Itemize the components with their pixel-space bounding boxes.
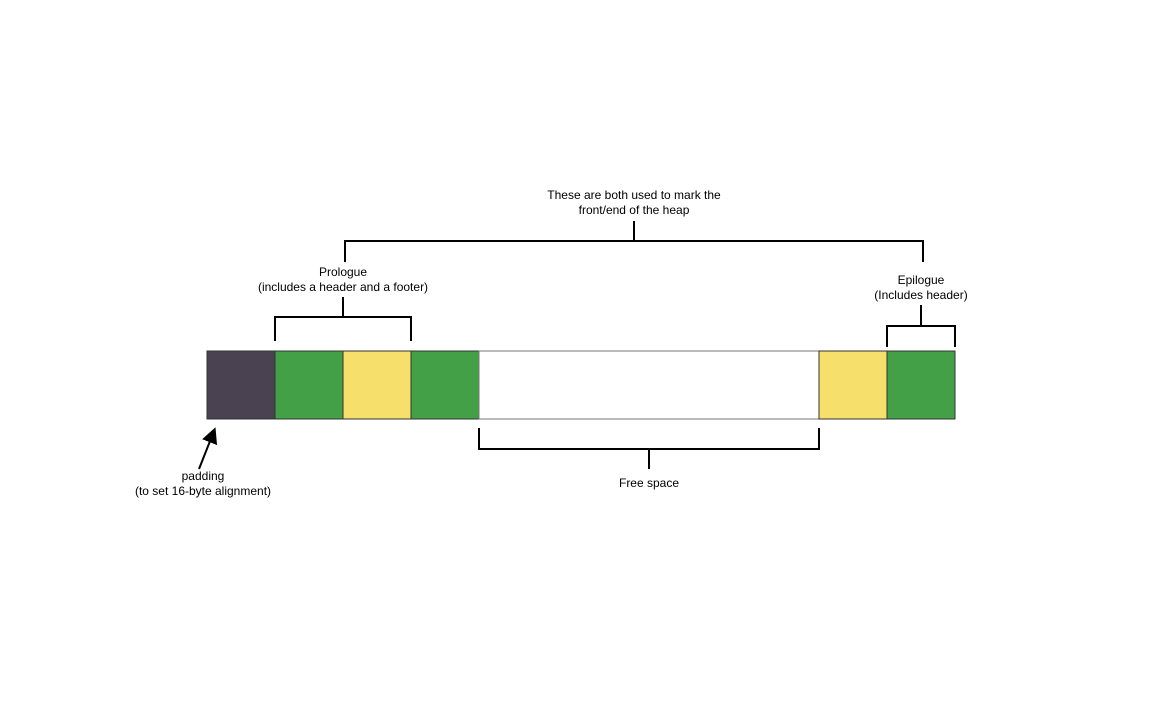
top-label: These are both used to mark the front/en… (547, 188, 720, 218)
free-space-block (478, 350, 820, 420)
epilogue-label-title: Epilogue (897, 273, 945, 287)
epilogue-header-block (886, 350, 956, 420)
free-space-label: Free space (619, 476, 679, 491)
top-bracket (344, 221, 924, 262)
top-label-line1: These are both used to mark the (547, 188, 721, 202)
padding-label-title: padding (181, 469, 225, 483)
top-label-line2: front/end of the heap (578, 203, 690, 217)
prologue-bracket (274, 297, 412, 341)
heap-blocks (206, 350, 956, 420)
padding-arrow (198, 427, 218, 470)
prologue-header-block (274, 350, 344, 420)
padding-label: padding (to set 16-byte alignment) (135, 469, 271, 499)
padding-label-desc: (to set 16-byte alignment) (134, 484, 272, 498)
epilogue-bracket (886, 305, 956, 347)
epilogue-label: Epilogue (Includes header) (874, 273, 967, 303)
free-space-bracket (478, 428, 820, 469)
prologue-footer-block (410, 350, 480, 420)
free-space-label-text: Free space (618, 476, 680, 490)
prologue-label: Prologue (includes a header and a footer… (258, 265, 428, 295)
prologue-payload-block (342, 350, 412, 420)
prologue-label-title: Prologue (318, 265, 368, 279)
padding-block (206, 350, 276, 420)
prologue-label-desc: (includes a header and a footer) (257, 280, 429, 294)
epilogue-label-desc: (Includes header) (874, 288, 968, 302)
epilogue-payload-block (818, 350, 888, 420)
